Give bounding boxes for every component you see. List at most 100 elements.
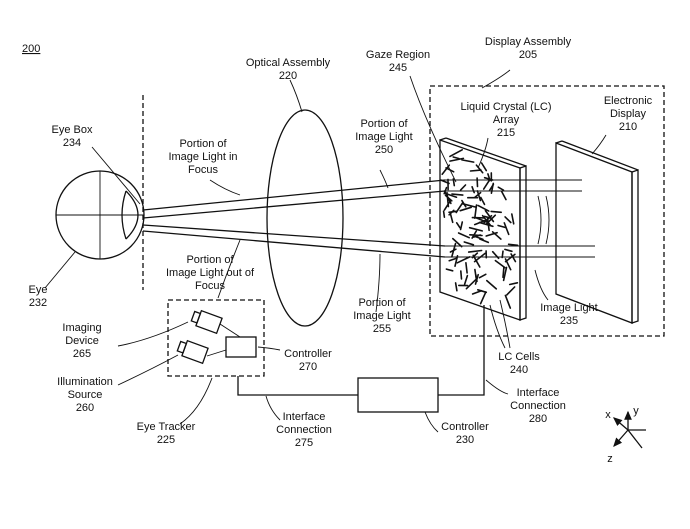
axis-y-label: y [633, 405, 639, 417]
interface-275-line1: Interface [283, 411, 326, 423]
eye-tracker-box [167, 299, 265, 377]
lc-cell [459, 221, 464, 231]
axes-labels: x y z [605, 405, 639, 465]
lc-cell [445, 268, 454, 272]
lc-cell [451, 237, 463, 248]
lc-cell [478, 238, 490, 244]
lc-cell [461, 159, 475, 163]
axis-z-label: z [607, 453, 613, 465]
eye-graphic [55, 170, 145, 260]
electronic-display-title: Electronic [604, 95, 653, 107]
label-eye: Eye 232 [29, 284, 48, 309]
lc-cell [507, 243, 519, 247]
lc-cell [490, 210, 503, 214]
lc-cell [497, 186, 505, 191]
lc-cell [473, 204, 478, 219]
lc-cell [468, 234, 483, 237]
lc-cell [456, 256, 471, 264]
label-lc-cells: LC Cells 240 [498, 351, 540, 376]
lc-cell [459, 270, 463, 280]
portion-250-line1: Portion of [360, 118, 408, 130]
lc-cell [474, 273, 478, 283]
lc-array-panel [439, 137, 527, 321]
eye-number: 232 [29, 297, 47, 309]
lc-cell [502, 266, 508, 282]
lc-cell [488, 183, 495, 192]
label-interface-275: Interface Connection 275 [276, 411, 332, 449]
lc-cell [504, 248, 513, 253]
controller-270-title: Controller [284, 348, 332, 360]
label-imaging-device: Imaging Device 265 [62, 322, 101, 360]
label-optical-assembly: Optical Assembly 220 [246, 57, 331, 82]
label-light-in-focus: Portion of Image Light in Focus [168, 138, 237, 176]
label-eye-tracker: Eye Tracker 225 [137, 421, 196, 446]
display-assembly-number: 205 [519, 49, 537, 61]
portion-250-line2: Image Light [355, 131, 412, 143]
lc-cell [463, 274, 469, 286]
lc-cells-title: LC Cells [498, 351, 540, 363]
interface-connection-275-line [237, 376, 358, 396]
lc-cell [472, 254, 481, 268]
lc-cell [504, 253, 516, 263]
electronic-display-panel [555, 140, 639, 324]
label-controller-230: Controller 230 [441, 421, 489, 446]
lc-cell [450, 242, 457, 258]
portion-255-line1: Portion of [358, 297, 406, 309]
label-lc-array: Liquid Crystal (LC) Array 215 [460, 101, 551, 139]
lc-cell [486, 216, 490, 232]
label-light-out-of-focus: Portion of Image Light out of Focus [166, 254, 255, 292]
light-out-focus-line1: Portion of [186, 254, 234, 266]
lc-cell [443, 199, 452, 211]
lc-cell [505, 286, 516, 296]
lc-cell [485, 279, 498, 290]
lc-cell [482, 178, 491, 190]
lc-cell [463, 241, 475, 246]
controller-270-number: 270 [299, 361, 317, 373]
interface-280-line2: Connection [510, 400, 566, 412]
portion-255-line2: Image Light [353, 310, 410, 322]
lc-cell [473, 191, 482, 199]
eye-tracker-title: Eye Tracker [137, 421, 196, 433]
lc-cell [504, 294, 512, 309]
lc-cells-pattern [440, 149, 519, 309]
lc-cell [476, 288, 488, 294]
label-controller-270: Controller 270 [284, 348, 332, 373]
lc-cell [454, 282, 458, 292]
illumination-source-number: 260 [76, 402, 94, 414]
lc-cell [473, 219, 487, 226]
illumination-source [176, 339, 209, 365]
lc-array-title: Liquid Crystal (LC) [460, 101, 551, 113]
lc-cell [508, 281, 519, 286]
lc-cell [443, 190, 452, 205]
lc-cell [443, 186, 448, 195]
lc-array-number: 215 [497, 127, 515, 139]
lc-cell [465, 278, 477, 290]
lc-cell [501, 250, 504, 259]
lc-cell [465, 261, 468, 274]
electronic-display-subtitle: Display [610, 108, 647, 120]
lc-cell [475, 164, 484, 174]
lc-cell [455, 201, 464, 214]
controller-230-box [357, 377, 439, 413]
lc-cell [483, 176, 494, 181]
lc-cell [477, 204, 490, 212]
lc-cell [504, 258, 512, 271]
illumination-source-line2: Source [68, 389, 103, 401]
eye-title: Eye [29, 284, 48, 296]
lc-cell [469, 169, 482, 172]
lc-cell [459, 184, 467, 191]
lc-cell [479, 291, 487, 305]
lc-cell [455, 222, 461, 229]
optical-assembly-title: Optical Assembly [246, 57, 331, 69]
light-ray-out-of-focus [142, 224, 595, 258]
lc-cell [503, 222, 510, 236]
lc-cell [491, 231, 502, 240]
display-assembly-title: Display Assembly [485, 36, 572, 48]
lc-cell [449, 157, 465, 162]
interface-280-line1: Interface [517, 387, 560, 399]
lc-cell [449, 149, 464, 158]
lc-cell [476, 190, 482, 202]
eye-box-title: Eye Box [52, 124, 93, 136]
lc-cell [478, 273, 487, 279]
